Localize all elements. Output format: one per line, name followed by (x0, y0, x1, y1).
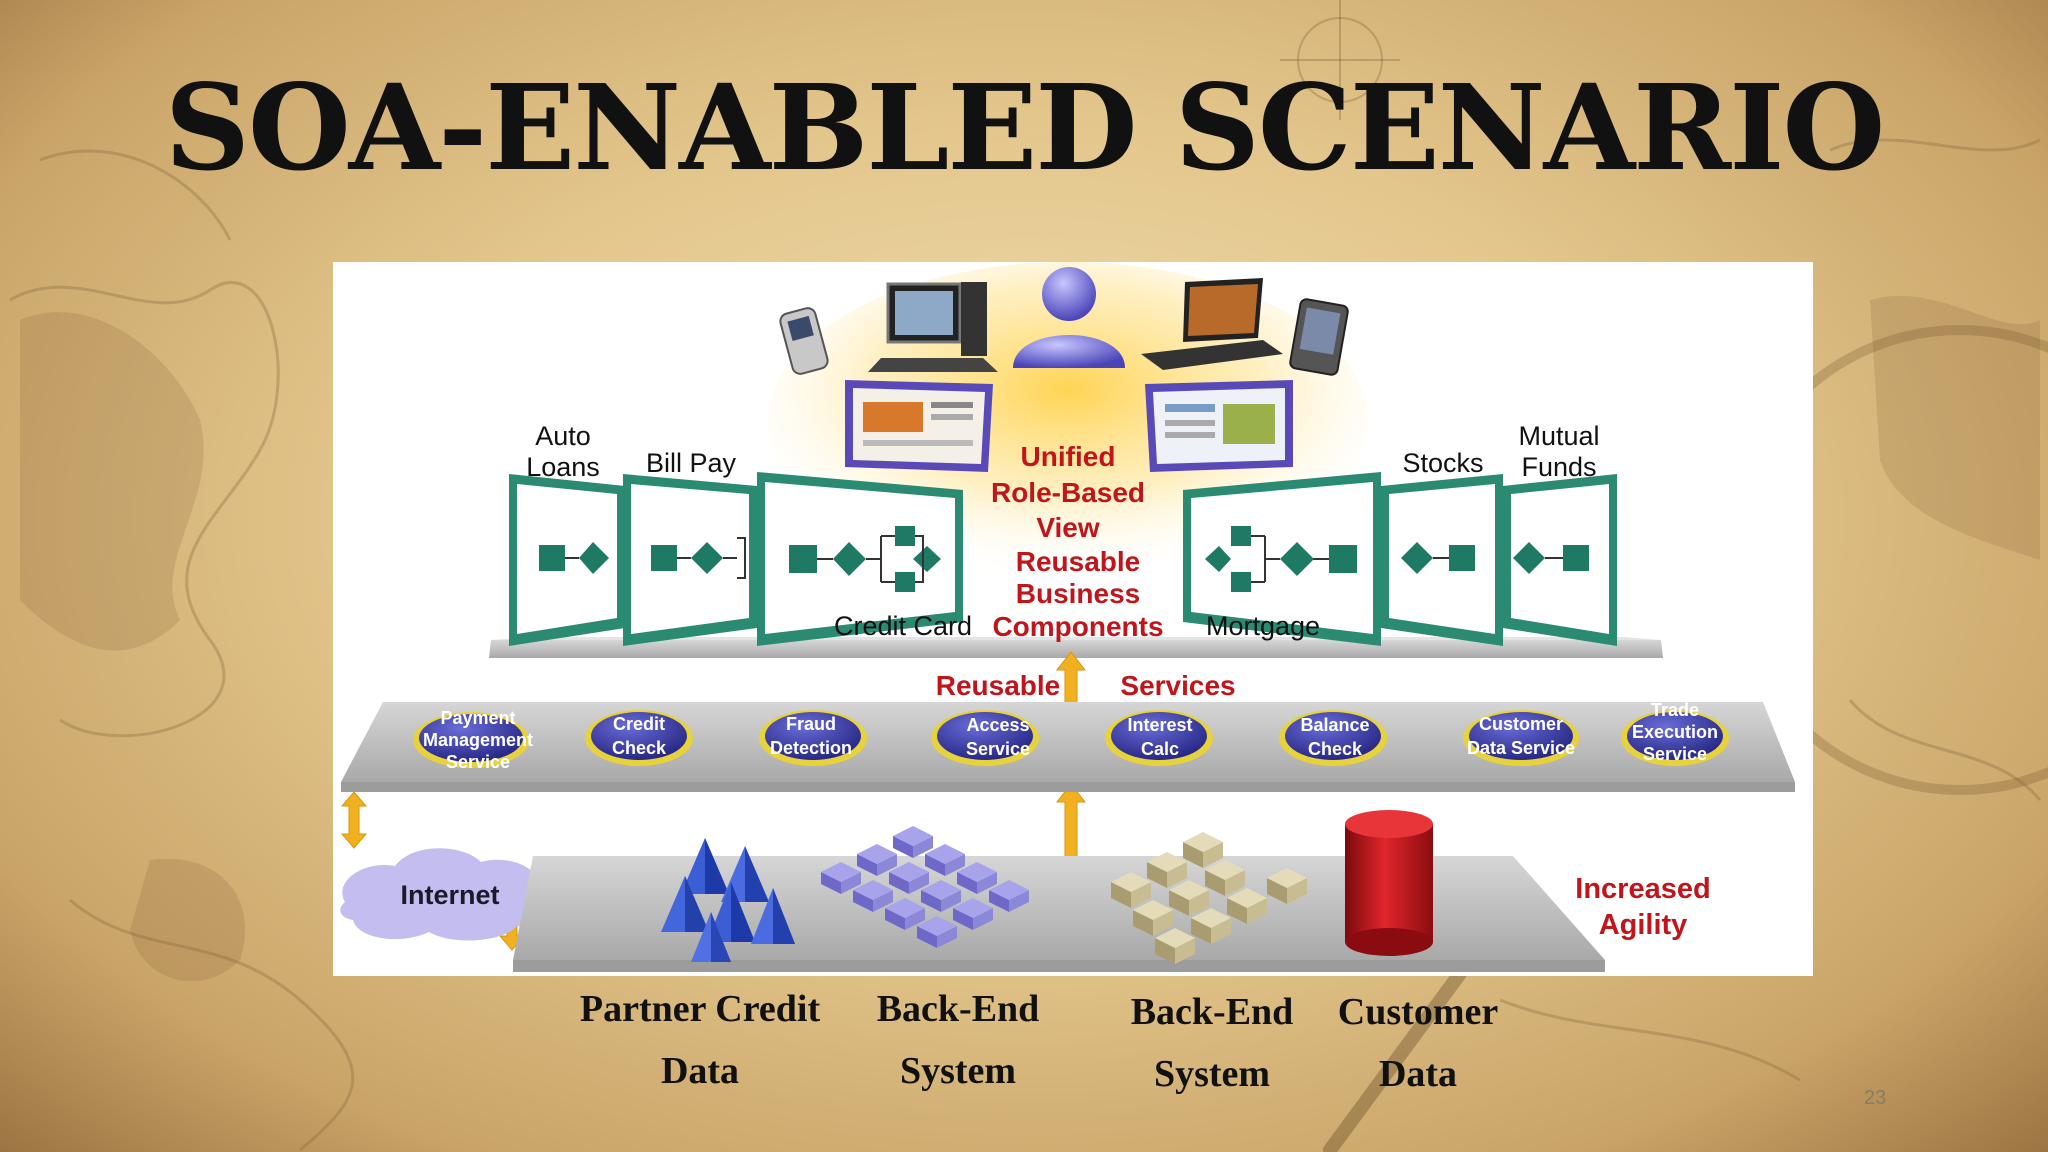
caption-backend-system-1: Back-End System (858, 978, 1058, 1102)
svc-label-credit-2: Check (612, 738, 667, 758)
svc-label-balance-1: Balance (1300, 715, 1369, 735)
backend-system-blocks-icon (821, 826, 1029, 948)
caption-partner-credit-line1: Partner Credit (579, 988, 821, 1030)
desktop-computer-icon (868, 282, 998, 372)
svc-label-payment-3: Service (446, 752, 510, 772)
svc-label-credit-1: Credit (613, 714, 665, 734)
label-reusable: Reusable (936, 670, 1061, 701)
caption-partner-credit-data: Partner Credit Data (560, 978, 840, 1102)
svc-label-access-2: Service (966, 739, 1030, 759)
page-number: 23 (1864, 1087, 1887, 1109)
internet-cloud-icon: Internet (340, 848, 549, 941)
label-mortgage: Mortgage (1206, 611, 1320, 641)
label-unified-3: View (1036, 512, 1100, 543)
slide-title: SOA-ENABLED SCENARIO (164, 58, 1885, 197)
center-labels: Unified Role-Based View Reusable Busines… (936, 441, 1236, 701)
customer-database-icon (1345, 810, 1433, 956)
agility-label-2: Agility (1599, 909, 1688, 941)
caption-customer-data: Customer Data (1318, 981, 1518, 1105)
caption-backend1-line2: System (899, 1050, 1017, 1092)
browser-window-right (1145, 380, 1293, 472)
svc-label-fraud-1: Fraud (786, 714, 836, 734)
caption-customer-line1: Customer (1337, 991, 1499, 1033)
process-card-stocks (1381, 474, 1503, 646)
svc-label-trade-1: Trade (1651, 700, 1699, 720)
label-mutual-funds-1: Mutual (1518, 421, 1599, 451)
mobile-phone-icon (779, 307, 829, 375)
svc-label-trade-2: Execution (1632, 722, 1718, 742)
browser-window-left (845, 380, 993, 472)
service-balance-check (1279, 710, 1387, 766)
process-card-bill-pay (623, 474, 757, 646)
caption-backend1-line1: Back-End (876, 988, 1040, 1030)
process-card-mortgage (1183, 472, 1381, 646)
label-components-2: Business (1016, 578, 1141, 609)
caption-partner-credit-line2: Data (660, 1050, 740, 1092)
service-fraud-detection (759, 710, 867, 766)
agility-label: Increased Agility (1575, 873, 1710, 941)
label-bill-pay: Bill Pay (646, 448, 737, 478)
service-customer-data (1463, 710, 1579, 766)
label-stocks: Stocks (1402, 448, 1483, 478)
partner-credit-pyramids-icon (661, 838, 795, 962)
service-access (931, 710, 1039, 766)
svc-label-trade-3: Service (1643, 744, 1707, 764)
process-card-auto-loans (509, 474, 625, 646)
label-credit-card: Credit Card (834, 611, 972, 641)
svc-label-interest-2: Calc (1141, 739, 1179, 759)
soa-diagram: Auto Loans Bill Pay Stocks Mutual Funds … (340, 262, 1795, 972)
process-card-credit-card (757, 472, 963, 646)
label-auto-loans-2: Loans (526, 452, 600, 482)
arrow-left-upper (340, 791, 368, 849)
svc-label-payment-2: Management (423, 730, 533, 750)
caption-backend-system-2: Back-End System (1112, 981, 1312, 1105)
pda-icon (1289, 298, 1349, 376)
label-unified-2: Role-Based (991, 477, 1145, 508)
service-payment-management (413, 712, 529, 768)
caption-customer-line2: Data (1378, 1053, 1458, 1095)
user-icon (1013, 267, 1125, 368)
label-components-1: Reusable (1016, 546, 1141, 577)
svc-label-payment-1: Payment (440, 708, 515, 728)
services-row (413, 710, 1729, 768)
svc-label-balance-2: Check (1308, 739, 1363, 759)
backend-system-tan-blocks-icon (1111, 832, 1307, 964)
svc-label-customer-2: Data Service (1467, 738, 1575, 758)
diagram-panel: Auto Loans Bill Pay Stocks Mutual Funds … (333, 262, 1813, 976)
service-credit-check (585, 710, 693, 766)
label-services: Services (1120, 670, 1235, 701)
caption-backend2-line1: Back-End (1130, 991, 1294, 1033)
svc-label-customer-1: Customer (1479, 714, 1563, 734)
services-platform (341, 702, 1795, 782)
internet-label: Internet (400, 880, 499, 910)
agility-label-1: Increased (1575, 873, 1710, 905)
process-card-mutual-funds (1503, 474, 1617, 646)
label-unified-1: Unified (1021, 441, 1116, 472)
service-labels: Payment Management Service Credit Check … (423, 700, 1718, 772)
label-mutual-funds-2: Funds (1521, 452, 1596, 482)
top-labels: Auto Loans Bill Pay Stocks Mutual Funds … (526, 421, 1599, 641)
svc-label-access-1: Access (966, 715, 1029, 735)
svc-label-interest-1: Interest (1127, 715, 1192, 735)
svc-label-fraud-2: Detection (770, 738, 852, 758)
service-interest-calc (1105, 710, 1213, 766)
laptop-icon (1141, 278, 1283, 370)
caption-backend2-line2: System (1153, 1053, 1271, 1095)
label-components-3: Components (992, 611, 1163, 642)
service-trade-execution (1621, 710, 1729, 766)
label-auto-loans-1: Auto (535, 421, 591, 451)
